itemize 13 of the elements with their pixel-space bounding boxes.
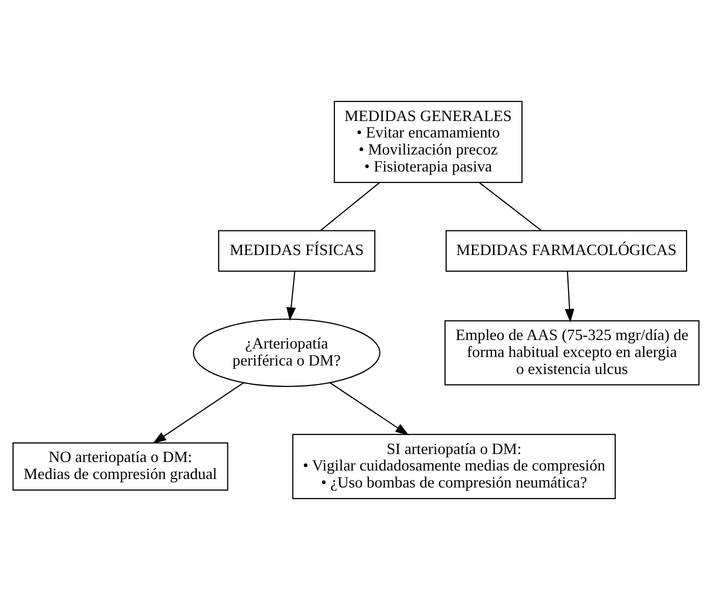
node-box: MEDIDAS GENERALES • Evitar encamamiento • Movilización precoz • Fisioterapia pasiva — [334, 100, 523, 183]
arrow — [152, 382, 244, 444]
node-ellipse: ¿Arteriopatía periférica o DM? — [192, 318, 380, 387]
connector — [478, 182, 542, 231]
node-box: Empleo de AAS (75-325 mgr/día) de forma habitual excepto en alergia o existencia ulcus — [444, 320, 700, 386]
arrow — [329, 382, 409, 436]
arrow — [564, 271, 574, 322]
arrow — [286, 271, 296, 321]
node-box: NO arteriopatía o DM: Medias de compresión gradual — [12, 442, 228, 491]
node-box: MEDIDAS FÍSICAS — [218, 230, 376, 272]
node-box: SI arteriopatía o DM: • Vigilar cuidadosamente medias de compresión • ¿Uso bombas de compresión neumática? — [292, 434, 616, 500]
connector — [320, 182, 380, 231]
node-box: MEDIDAS FARMACOLÓGICAS — [446, 230, 688, 272]
